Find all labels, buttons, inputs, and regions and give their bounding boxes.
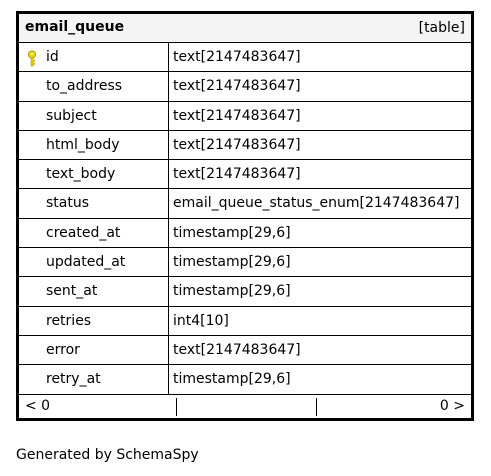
table-footer: < 0 0 > — [19, 395, 471, 418]
column-row: subject text[2147483647] — [19, 101, 471, 131]
column-type: timestamp[29,6] — [173, 254, 291, 271]
parent-count: < 0 — [25, 398, 51, 414]
column-type-cell: text[2147483647] — [169, 43, 471, 71]
column-name-cell: error — [19, 335, 169, 365]
column-type-cell: text[2147483647] — [169, 336, 471, 364]
column-row: error text[2147483647] — [19, 335, 471, 366]
column-type-cell: text[2147483647] — [169, 131, 471, 159]
column-name: to_address — [46, 78, 123, 95]
column-type-cell: text[2147483647] — [169, 102, 471, 130]
table-kind: [table] — [418, 20, 465, 36]
column-row: to_address text[2147483647] — [19, 72, 471, 102]
column-type-cell: timestamp[29,6] — [169, 248, 471, 276]
column-name-cell: retries — [19, 306, 169, 335]
column-row: html_body text[2147483647] — [19, 130, 471, 161]
column-type: text[2147483647] — [173, 78, 301, 95]
footer-divider — [176, 398, 177, 416]
column-name-cell: html_body — [19, 130, 169, 160]
column-type: text[2147483647] — [173, 166, 301, 183]
column-name-cell: retry_at — [19, 365, 169, 394]
footer-divider — [316, 398, 317, 416]
column-row: sent_at timestamp[29,6] — [19, 277, 471, 307]
column-row: updated_at timestamp[29,6] — [19, 248, 471, 278]
column-name-cell: sent_at — [19, 277, 169, 306]
column-name: retries — [46, 312, 92, 329]
column-name-cell: text_body — [19, 160, 169, 189]
column-name: created_at — [46, 224, 121, 241]
key-icon — [28, 50, 36, 67]
column-type: text[2147483647] — [173, 136, 301, 153]
column-row: retries int4[10] — [19, 306, 471, 336]
column-name: retry_at — [46, 371, 101, 388]
column-name-cell: status — [19, 189, 169, 218]
child-count: 0 > — [439, 398, 465, 414]
column-type: int4[10] — [173, 312, 229, 329]
column-type-cell: timestamp[29,6] — [169, 219, 471, 247]
column-type-cell: timestamp[29,6] — [169, 277, 471, 305]
column-row: created_at timestamp[29,6] — [19, 218, 471, 249]
column-name: html_body — [46, 136, 120, 153]
column-type: timestamp[29,6] — [173, 283, 291, 300]
generated-by-label: Generated by SchemaSpy — [16, 447, 199, 463]
column-name-cell: updated_at — [19, 248, 169, 277]
column-name-cell: subject — [19, 101, 169, 130]
column-type-cell: text[2147483647] — [169, 72, 471, 100]
table-header: email_queue [table] — [19, 14, 471, 43]
column-name: id — [46, 49, 59, 65]
column-name: subject — [46, 107, 97, 124]
table-name: email_queue — [25, 19, 125, 35]
column-type: email_queue_status_enum[2147483647] — [173, 195, 460, 212]
column-type: timestamp[29,6] — [173, 371, 291, 388]
column-name: sent_at — [46, 283, 98, 300]
column-row: text_body text[2147483647] — [19, 160, 471, 190]
column-type-cell: email_queue_status_enum[2147483647] — [169, 189, 471, 217]
column-name: updated_at — [46, 254, 126, 271]
column-name: text_body — [46, 166, 116, 183]
column-type-cell: timestamp[29,6] — [169, 365, 471, 393]
column-name: status — [46, 195, 90, 212]
column-type: text[2147483647] — [173, 49, 301, 65]
column-type: text[2147483647] — [173, 341, 301, 358]
column-name: error — [46, 341, 80, 358]
column-type-cell: int4[10] — [169, 307, 471, 335]
column-row: id text[2147483647] — [19, 43, 471, 73]
column-name-cell: id — [19, 43, 169, 72]
column-row: retry_at timestamp[29,6] — [19, 365, 471, 395]
column-row: status email_queue_status_enum[2147483647… — [19, 189, 471, 219]
column-name-cell: created_at — [19, 218, 169, 248]
column-name-cell: to_address — [19, 72, 169, 101]
column-list: id text[2147483647] to_address text[2147483… — [19, 43, 471, 395]
column-type-cell: text[2147483647] — [169, 160, 471, 188]
column-type: timestamp[29,6] — [173, 224, 291, 241]
column-type: text[2147483647] — [173, 107, 301, 124]
